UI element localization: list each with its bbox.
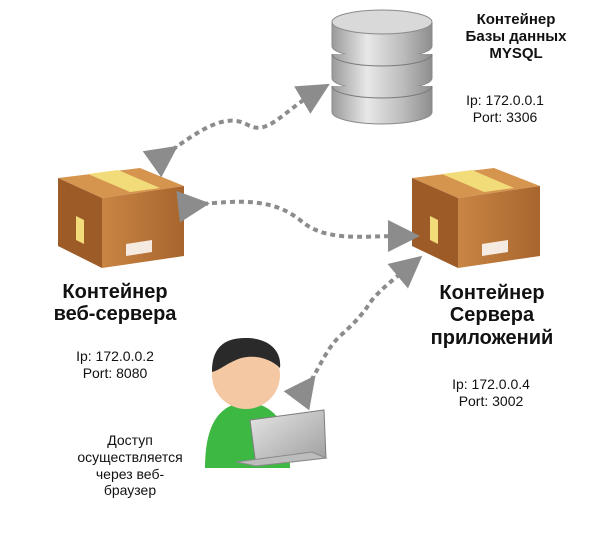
db-title-line-3: MYSQL <box>489 44 543 62</box>
web-title-line-2: веб-сервера <box>53 303 177 326</box>
web-ip: Ip: 172.0.0.2 <box>76 348 154 364</box>
db-title-line-2: Базы данных <box>465 27 567 45</box>
database-icon <box>331 9 433 125</box>
user-caption-line-2: осуществляется <box>77 448 183 465</box>
user-caption-line-3: через веб- <box>95 465 165 482</box>
app-title-line-3: приложений <box>430 326 554 349</box>
app-ip: Ip: 172.0.0.4 <box>452 376 530 392</box>
db-ip: Ip: 172.0.0.1 <box>466 92 544 108</box>
web-title: Контейнер веб-сервера <box>20 281 210 326</box>
web-port: Port: 8080 <box>82 364 148 381</box>
db-port: Port: 3306 <box>472 108 538 125</box>
db-info: Ip: 172.0.0.1 Port: 3306 <box>450 92 560 126</box>
db-title-line-1: Контейнер <box>476 11 556 28</box>
web-title-line-1: Контейнер <box>62 281 168 303</box>
app-server-box-icon <box>412 168 540 268</box>
app-title: Контейнер Сервера приложений <box>402 282 582 349</box>
user-with-laptop-icon <box>205 338 328 468</box>
arrow-web-app <box>176 190 420 253</box>
web-server-box-icon <box>58 168 184 268</box>
app-title-line-1: Контейнер <box>439 282 545 304</box>
user-caption-line-4: браузер <box>103 482 157 499</box>
arrow-user-app <box>283 255 423 411</box>
db-title: Контейнер Базы данных MYSQL <box>438 11 594 62</box>
app-port: Port: 3002 <box>458 392 524 409</box>
arrow-web-db <box>142 83 330 178</box>
app-title-line-2: Сервера <box>449 304 535 327</box>
user-caption: Доступ осуществляется через веб- браузер <box>40 432 220 499</box>
web-info: Ip: 172.0.0.2 Port: 8080 <box>40 348 190 382</box>
app-info: Ip: 172.0.0.4 Port: 3002 <box>416 376 566 410</box>
user-caption-line-1: Доступ <box>107 432 153 448</box>
